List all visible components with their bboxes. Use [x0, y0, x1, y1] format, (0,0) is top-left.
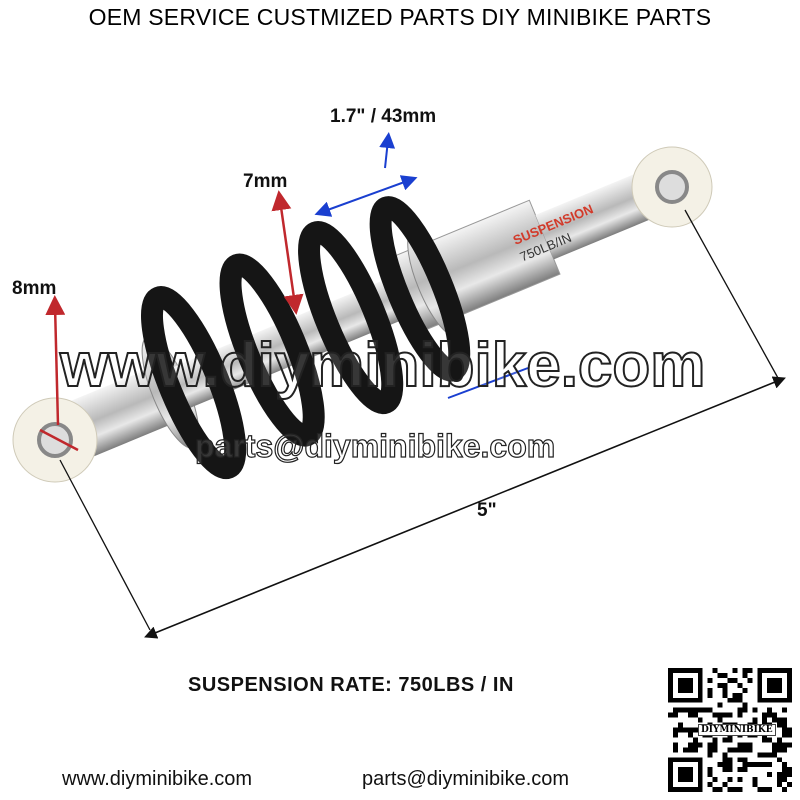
length-extension-left	[59, 459, 151, 631]
length-dimension-label: 5"	[477, 500, 497, 521]
watermark-site: www.diyminibike.com	[59, 330, 706, 401]
watermark-email: parts@diyminibike.com	[194, 427, 556, 464]
upper-eye-bore	[655, 170, 689, 204]
footer-website[interactable]: www.diyminibike.com	[62, 768, 253, 790]
suspension-rate: SUSPENSION RATE: 750LBS / IN	[188, 674, 514, 696]
wire-dimension-label: 7mm	[243, 171, 288, 192]
headline: OEM SERVICE CUSTMIZED PARTS DIY MINIBIKE…	[88, 4, 712, 30]
lower-eye-bore	[37, 422, 73, 458]
length-arrow	[144, 376, 786, 639]
bore-arrow	[45, 295, 66, 426]
qr-label: DIYMINIBIKE	[698, 724, 776, 736]
bore-dimension-label: 8mm	[12, 278, 57, 299]
pitch-arrow	[379, 132, 396, 169]
bore-line	[39, 428, 79, 452]
pitch-line	[314, 175, 418, 217]
pitch-dimension-label: 1.7" / 43mm	[330, 106, 437, 127]
length-extension-right	[684, 209, 779, 379]
footer-email[interactable]: parts@diyminibike.com	[362, 768, 570, 790]
pitch-line-lower	[447, 367, 529, 399]
wire-arrow	[271, 190, 304, 315]
qr-code[interactable]	[668, 668, 792, 792]
